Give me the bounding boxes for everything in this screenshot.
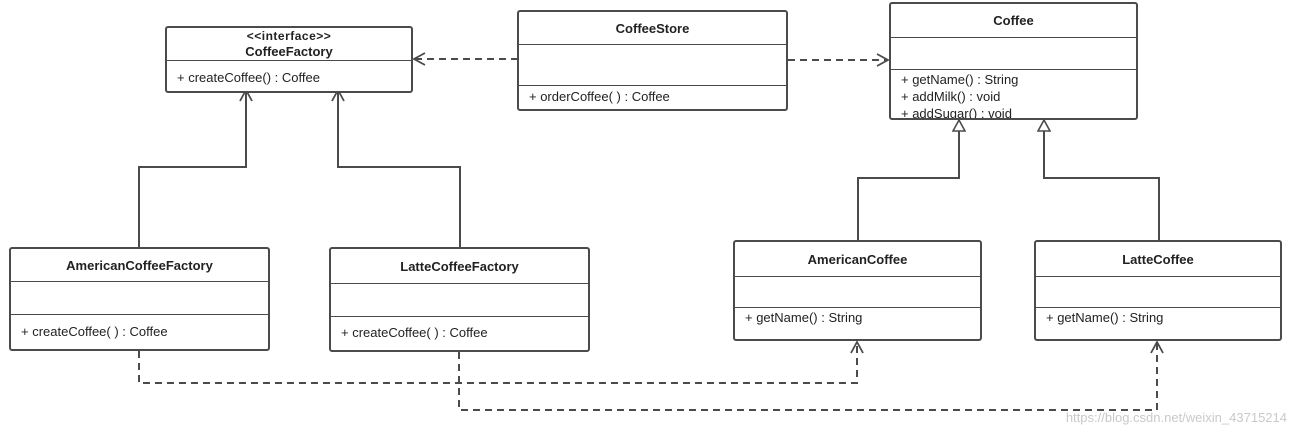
class-name: CoffeeFactory [245,44,333,59]
class-name: AmericanCoffee [807,251,908,267]
class-american-coffee-header: AmericanCoffee [735,242,980,277]
class-american-coffee-factory[interactable]: AmericanCoffeeFactory + createCoffee( ) … [9,247,270,351]
generalization-latte-to-coffee [1044,120,1160,241]
watermark: https://blog.csdn.net/weixin_43715214 [1065,410,1287,425]
operations-compartment: + createCoffee( ) : Coffee [331,317,588,350]
attributes-compartment [1036,277,1280,308]
class-coffee-store-header: CoffeeStore [519,12,786,45]
attributes-compartment [11,282,268,315]
class-latte-coffee-factory-header: LatteCoffeeFactory [331,249,588,284]
operations-compartment: + getName() : String + addMilk() : void … [891,70,1136,118]
class-coffee-header: Coffee [891,4,1136,38]
operation-get-name: + getName() : String [745,310,863,325]
class-coffee-factory-header: <<interface>> CoffeeFactory [167,28,411,61]
class-american-coffee-factory-header: AmericanCoffeeFactory [11,249,268,282]
class-latte-coffee-factory[interactable]: LatteCoffeeFactory + createCoffee( ) : C… [329,247,590,352]
attributes-compartment [891,38,1136,70]
operation-get-name: + getName() : String [1046,310,1164,325]
stereotype-label: <<interface>> [246,29,332,43]
class-name: LatteCoffee [1122,251,1194,267]
association-latte-factory-to-factory [331,88,461,248]
class-coffee-factory[interactable]: <<interface>> CoffeeFactory + createCoff… [165,26,413,93]
operations-compartment: + getName() : String [735,308,980,339]
operation-create-coffee: + createCoffee() : Coffee [177,70,320,85]
class-name: CoffeeStore [615,20,690,36]
operations-compartment: + createCoffee() : Coffee [167,61,411,91]
class-name: AmericanCoffeeFactory [66,257,213,273]
class-american-coffee[interactable]: AmericanCoffee + getName() : String [733,240,982,341]
class-latte-coffee-header: LatteCoffee [1036,242,1280,277]
operations-compartment: + createCoffee( ) : Coffee [11,315,268,349]
dependency-american-factory-to-american-coffee [138,340,864,384]
class-latte-coffee[interactable]: LatteCoffee + getName() : String [1034,240,1282,341]
dependency-latte-factory-to-latte-coffee [458,340,1164,411]
class-coffee-store[interactable]: CoffeeStore + orderCoffee( ) : Coffee [517,10,788,111]
class-coffee[interactable]: Coffee + getName() : String + addMilk() … [889,2,1138,120]
class-name: LatteCoffeeFactory [400,258,519,274]
operation-create-coffee: + createCoffee( ) : Coffee [341,325,488,340]
operation-order-coffee: + orderCoffee( ) : Coffee [529,89,670,104]
generalization-american-to-coffee [857,120,959,241]
operations-compartment: + getName() : String [1036,308,1280,339]
operation-add-sugar: + addSugar() : void [901,106,1012,118]
association-american-factory-to-factory [138,88,253,248]
operations-compartment: + orderCoffee( ) : Coffee [519,86,786,109]
operation-get-name: + getName() : String [901,72,1019,87]
class-name: Coffee [993,13,1034,28]
attributes-compartment [519,45,786,86]
operation-create-coffee: + createCoffee( ) : Coffee [21,324,168,339]
attributes-compartment [735,277,980,308]
operation-add-milk: + addMilk() : void [901,89,1001,104]
attributes-compartment [331,284,588,317]
